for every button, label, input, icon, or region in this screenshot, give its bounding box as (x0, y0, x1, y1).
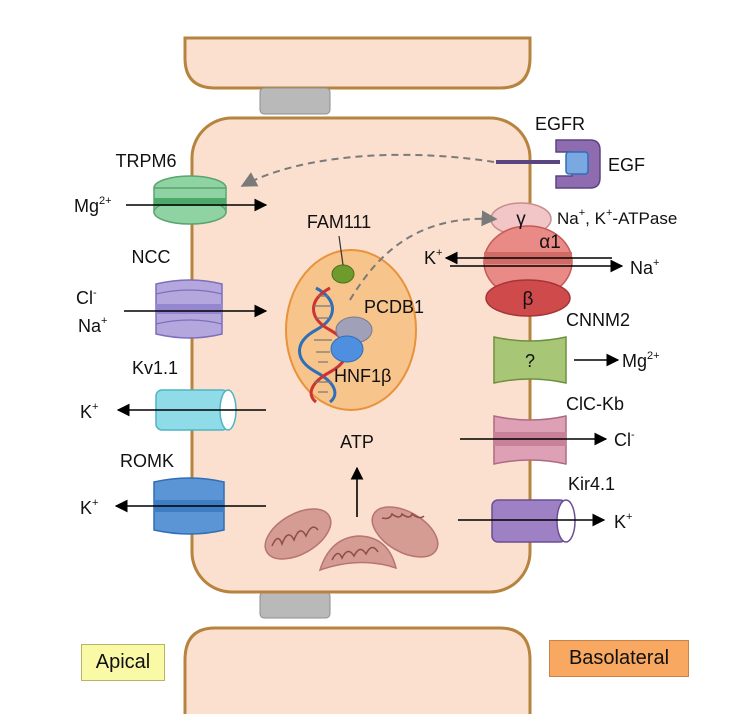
apical-side-label: Apical (81, 644, 165, 681)
fam111-leader-line (338, 235, 344, 266)
romk-label: ROMK (120, 451, 174, 471)
clckb-label: ClC-Kb (566, 394, 624, 414)
egfr-receptor (496, 139, 601, 189)
atpase-k-ion-label: K+ (424, 247, 442, 268)
cnnm2-question-label: ? (525, 351, 535, 371)
atpase-na-ion-label: Na+ (630, 257, 659, 278)
na-k-atpase (483, 202, 573, 317)
atpase-gamma-label: γ (516, 209, 526, 230)
egfr-label: EGFR (535, 114, 585, 134)
tight-junction-bottom (259, 591, 331, 619)
kir41-channel (491, 499, 576, 543)
mitochondrion-icon (264, 508, 332, 560)
kv-k-ion-label: K+ (80, 401, 98, 422)
atpase-beta-label: β (523, 289, 534, 310)
trpm6-label: TRPM6 (115, 151, 176, 171)
mg-ion-label: Mg2+ (74, 195, 112, 216)
cnnm2-mg-ion-label: Mg2+ (622, 350, 660, 371)
lower-neighbor-cell (183, 626, 532, 714)
cnnm2-transporter (493, 336, 567, 384)
upper-neighbor-cell (183, 36, 532, 90)
atpase-alpha1-label: α1 (539, 232, 561, 253)
pcdb1-label: PCDB1 (364, 297, 424, 317)
kir-k-ion-label: K+ (614, 511, 632, 532)
mitochondrion-icon (318, 535, 398, 572)
cl-ion-label: Cl- (76, 287, 97, 308)
clckb-channel (493, 415, 567, 465)
fam111-protein (331, 264, 355, 284)
cnnm2-label: CNNM2 (566, 310, 630, 330)
hnf1b-protein (330, 335, 364, 363)
ncc-label: NCC (132, 247, 171, 267)
atp-label: ATP (340, 432, 374, 452)
basolateral-side-label: Basolateral (549, 640, 689, 677)
trpm6-channel (153, 175, 227, 225)
na-ion-label: Na+ (78, 315, 107, 336)
romk-k-ion-label: K+ (80, 497, 98, 518)
kv11-label: Kv1.1 (132, 358, 178, 378)
fam111-label: FAM111 (307, 212, 371, 232)
mitochondrion-icon (371, 506, 439, 558)
egf-ligand (565, 151, 589, 175)
ncc-transporter (155, 279, 223, 339)
egf-label: EGF (608, 155, 645, 175)
kir41-label: Kir4.1 (568, 474, 615, 494)
egfr-signal-arrow (240, 153, 495, 187)
dna-helix-icon (298, 286, 348, 404)
clckb-cl-ion-label: Cl- (614, 429, 635, 450)
tight-junction-top (259, 87, 331, 115)
atpase-label: Na+, K+-ATPase (557, 207, 677, 228)
hnf1b-label: HNF1β (334, 366, 391, 386)
